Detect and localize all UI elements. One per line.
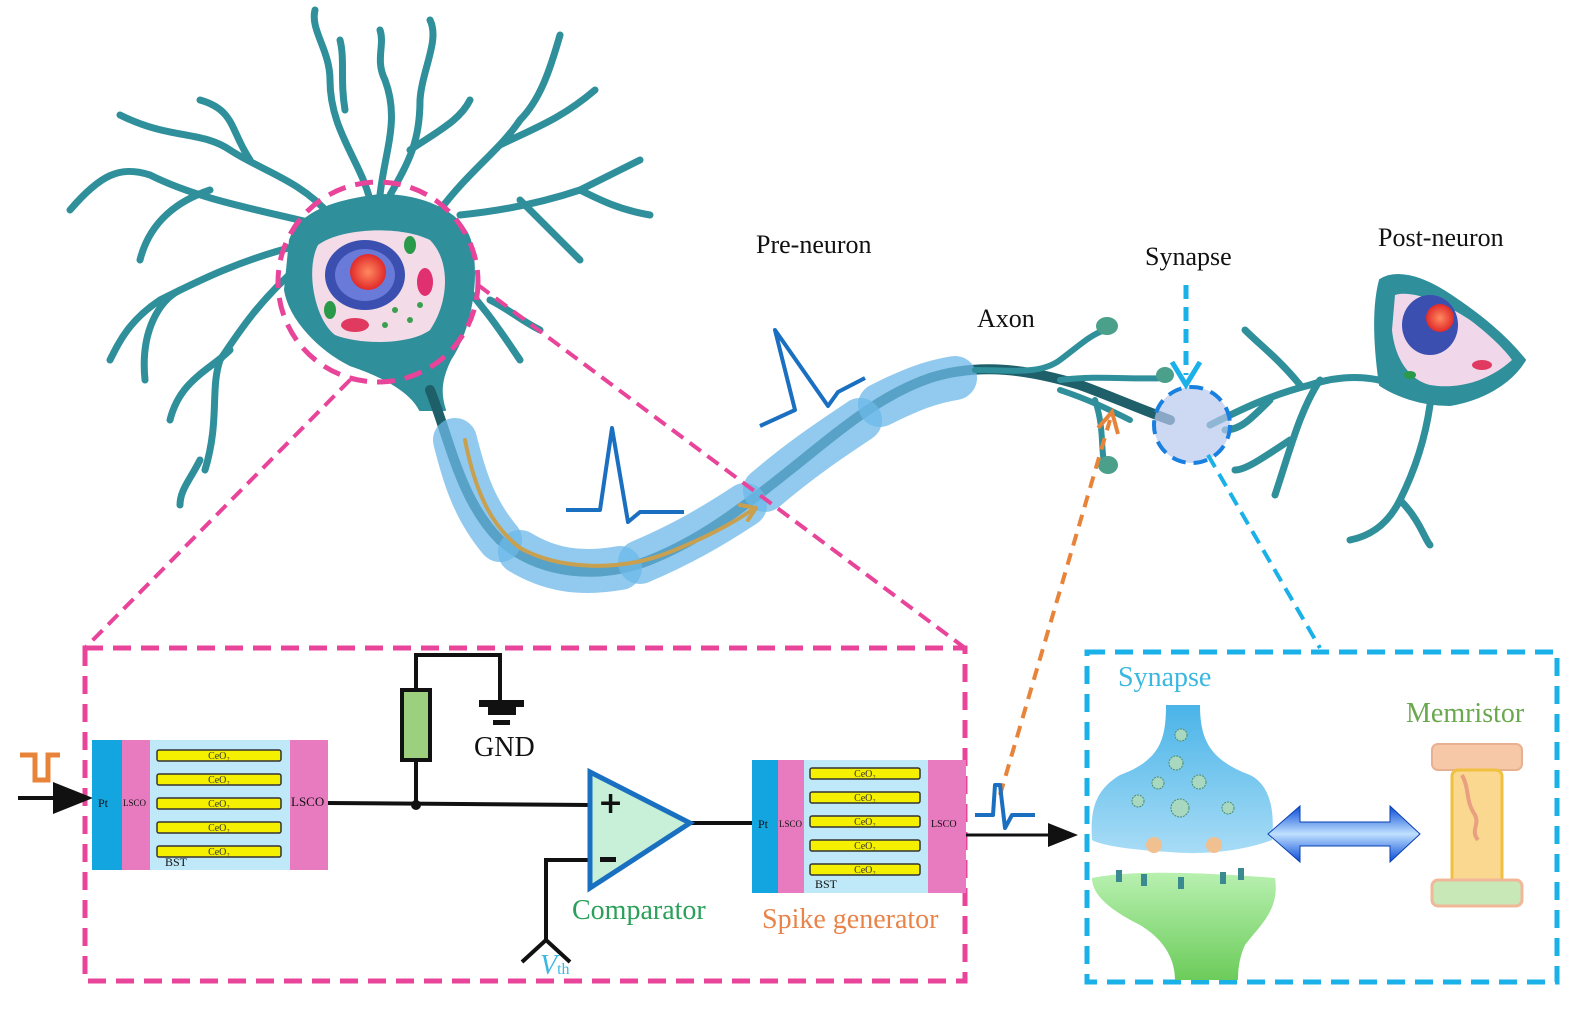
- gnd-label: GND: [474, 732, 535, 763]
- output-spike-icon: [975, 783, 1035, 830]
- spike-generator-label: Spike generator: [762, 904, 939, 935]
- lsco-label-left-inner: LSCO: [123, 798, 147, 808]
- plus-input-label: +: [598, 786, 623, 821]
- zoom-connectors: [83, 179, 1322, 650]
- right-ceo2-pillar: [809, 791, 921, 804]
- right-ceo2-label: CeO₂: [854, 817, 876, 828]
- right-ceo2-label: CeO₂: [854, 841, 876, 852]
- minus-input-label: [600, 857, 616, 862]
- comparator-label: Comparator: [572, 895, 706, 926]
- terminal-knobs: [1096, 317, 1174, 474]
- soma-highlight-circle: [275, 179, 481, 385]
- left-ceo2-pillar: [156, 749, 282, 762]
- wire-junction: [411, 800, 421, 810]
- right-ceo2-pillar: [809, 767, 921, 780]
- memristor-label: Memristor: [1406, 698, 1525, 729]
- left-ceo2-pillar: [156, 773, 282, 786]
- axon-label: Axon: [977, 304, 1035, 333]
- right-ceo2-pillar: [809, 815, 921, 828]
- spike-generator-device: CeO₂ CeO₂ CeO₂ CeO₂ CeO₂ Pt LSCO LSCO BST: [752, 760, 966, 893]
- dendrites: [66, 6, 654, 509]
- cell-interior: [312, 230, 445, 342]
- bst-label-right: BST: [815, 877, 838, 891]
- synapse-illustration: [1091, 705, 1276, 980]
- left-ceo2-pillar: [156, 797, 282, 810]
- spike-waveform-1: [566, 426, 684, 524]
- left-ceo2-label: CeO₂: [208, 823, 230, 834]
- lsco-label-right-inner: LSCO: [779, 819, 803, 829]
- right-ceo2-label: CeO₂: [854, 769, 876, 780]
- right-ceo2-label: CeO₂: [854, 865, 876, 876]
- circuit-wires: [327, 653, 752, 964]
- left-ceo2-label: CeO₂: [208, 847, 230, 858]
- resistor: [400, 688, 432, 762]
- left-ceo2-pillar: [156, 845, 282, 858]
- spike-waveform-2: [759, 328, 866, 428]
- left-ceo2-label: CeO₂: [208, 751, 230, 762]
- pre-neuron: [66, 6, 1175, 594]
- vth-label: Vth: [540, 952, 570, 980]
- vth-subscript: th: [557, 961, 570, 978]
- synapse-highlight-circle: [1152, 385, 1232, 465]
- pt-label-left: Pt: [98, 796, 109, 810]
- left-ceo2-label: CeO₂: [208, 775, 230, 786]
- post-neuron: [1206, 274, 1526, 549]
- signal-arrow: [463, 438, 754, 568]
- myelin-sheaths: [433, 356, 977, 594]
- ground-icon: [479, 700, 524, 725]
- left-ceo2-pillar: [156, 821, 282, 834]
- equivalence-double-arrow: [1267, 804, 1421, 864]
- vth-main: V: [540, 950, 558, 981]
- right-ceo2-pillar: [809, 863, 921, 876]
- post-neuron-label: Post-neuron: [1378, 223, 1504, 252]
- bst-label-left: BST: [165, 855, 188, 869]
- right-ceo2-label: CeO₂: [854, 793, 876, 804]
- pre-neuron-label: Pre-neuron: [756, 230, 872, 259]
- synapse-label: Synapse: [1145, 242, 1232, 271]
- input-pulse-icon: [20, 752, 60, 783]
- memristor-illustration: [1430, 743, 1524, 908]
- feedback-arrow: [998, 419, 1112, 796]
- post-dendrites: [1206, 326, 1434, 549]
- left-ceo2-label: CeO₂: [208, 799, 230, 810]
- lsco-label-right-outer: LSCO: [931, 819, 957, 830]
- right-ceo2-pillar: [809, 839, 921, 852]
- pt-label-right: Pt: [758, 817, 769, 831]
- lsco-label-left-outer: LSCO: [291, 794, 324, 809]
- synapse-memristor-box: [1084, 649, 1560, 985]
- integrator-device: CeO₂ CeO₂ CeO₂ CeO₂ CeO₂ Pt LSCO LSCO BST: [92, 740, 328, 870]
- post-cell-interior: [1392, 293, 1512, 387]
- comparator: +: [587, 767, 695, 893]
- axon-terminals: [972, 327, 1168, 468]
- synapse-box-label: Synapse: [1118, 662, 1212, 693]
